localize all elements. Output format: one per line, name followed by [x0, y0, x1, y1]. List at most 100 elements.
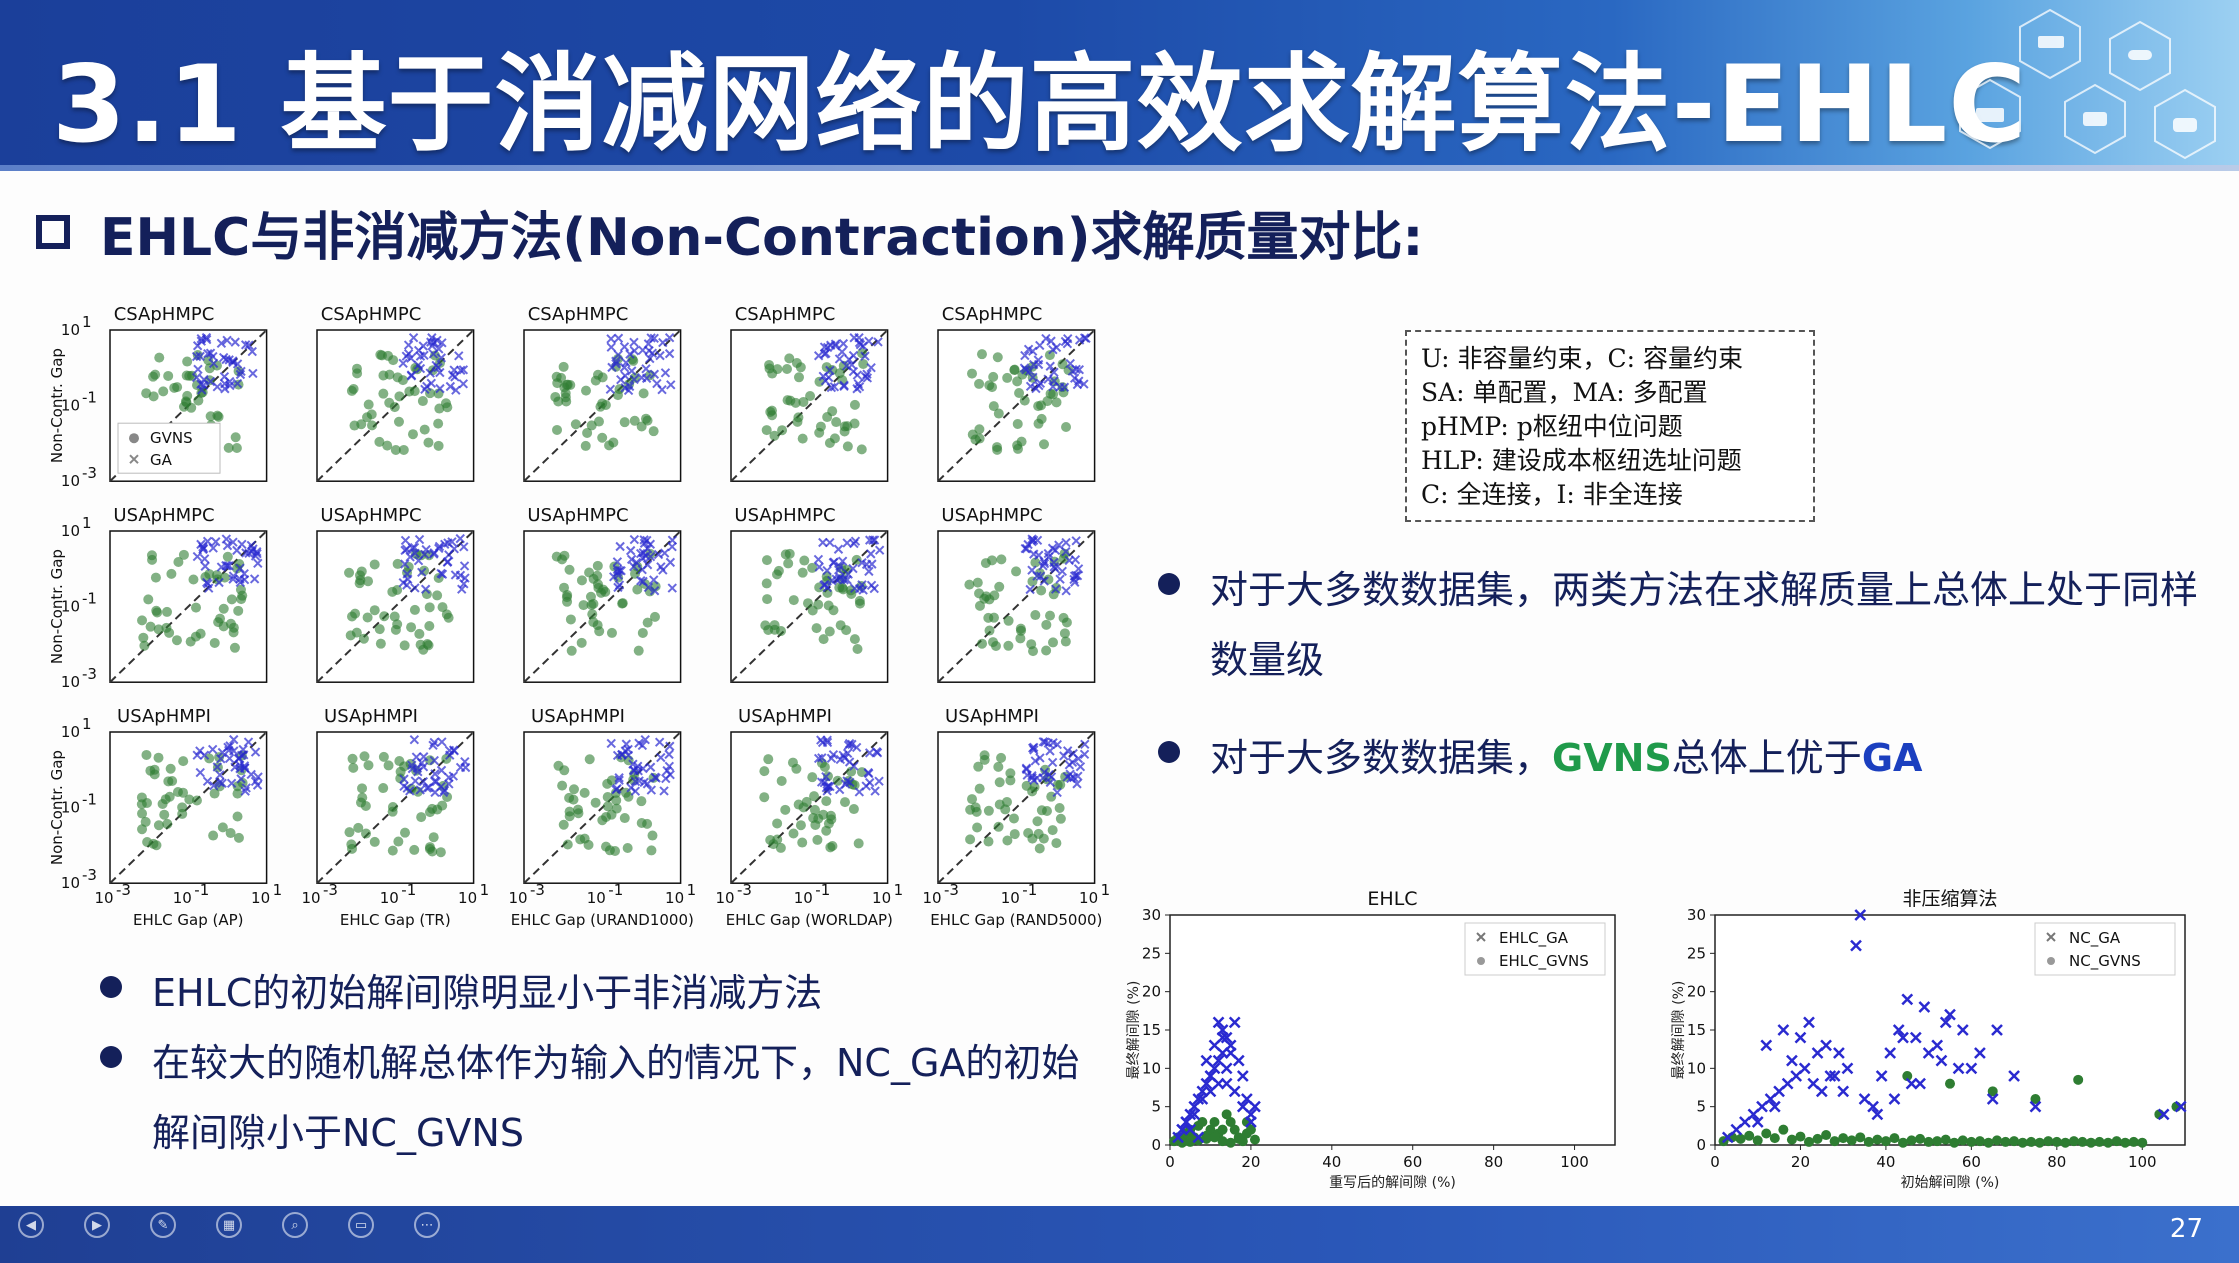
gvns-point: [1233, 1133, 1244, 1144]
gvns-point: [419, 424, 430, 435]
gvns-point: [383, 350, 394, 361]
ga-point: [826, 753, 837, 764]
gvns-point: [1744, 1130, 1755, 1141]
ga-point: [626, 554, 637, 565]
x-tick-label: 10: [1001, 889, 1020, 907]
gvns-point: [1821, 1130, 1832, 1141]
gvns-point: [553, 396, 564, 407]
ga-point: [429, 549, 439, 559]
gvns-point: [769, 624, 780, 635]
gvns-point: [832, 775, 843, 786]
gvns-point: [793, 412, 804, 423]
ga-point: [660, 368, 671, 378]
ga-point: [1021, 763, 1032, 773]
gvns-point: [1185, 1136, 1196, 1147]
y-axis-label: Non-Contr. Gap: [48, 549, 66, 664]
ga-point: [410, 583, 420, 593]
gvns-point: [1769, 1133, 1780, 1144]
ga-point: [459, 561, 470, 571]
next-slide-icon[interactable]: ▶: [84, 1212, 110, 1238]
gvns-point: [814, 582, 825, 593]
gvns-point: [136, 792, 147, 803]
gvns-point: [1906, 1135, 1917, 1146]
slides-grid-icon[interactable]: ▦: [216, 1212, 242, 1238]
gvns-point: [1055, 779, 1066, 790]
gvns-point: [157, 798, 168, 809]
ga-point: [1245, 1116, 1257, 1128]
header-divider: [0, 165, 2239, 171]
gvns-point: [839, 797, 850, 808]
gvns-point: [387, 586, 398, 597]
gvns-point: [831, 417, 842, 428]
pen-icon[interactable]: ✎: [150, 1212, 176, 1238]
x-tick-label: 10: [922, 889, 941, 907]
legend-ga-marker: [129, 454, 139, 464]
gvns-point: [141, 388, 152, 399]
ga-point: [1176, 1123, 1189, 1136]
ga-point: [667, 535, 678, 545]
ga-point: [1850, 939, 1862, 952]
ga-point: [847, 360, 857, 370]
gvns-point: [600, 841, 611, 852]
ga-point: [852, 370, 863, 380]
ga-point: [1055, 574, 1065, 584]
gvns-point: [1011, 566, 1022, 577]
ga-point: [1216, 1031, 1229, 1044]
diagonal-line: [109, 731, 268, 884]
gvns-point: [1041, 619, 1052, 630]
ga-point: [1038, 561, 1048, 571]
gvns-point: [1217, 1136, 1228, 1147]
x-axis-label: EHLC Gap (TR): [340, 911, 451, 929]
ga-point: [639, 535, 649, 545]
gvns-point: [209, 788, 220, 799]
x-tick-label: 100: [1560, 1153, 1589, 1171]
gvns-point: [354, 578, 365, 589]
gvns-point: [570, 419, 581, 430]
ga-point: [627, 366, 637, 376]
ga-point: [429, 737, 439, 748]
ga-point: [430, 769, 440, 779]
ga-point: [834, 354, 845, 364]
gvns-point: [604, 440, 615, 451]
ga-point: [843, 740, 854, 750]
ga-point: [638, 763, 648, 774]
gvns-point: [1193, 1135, 1204, 1146]
ga-point: [613, 333, 624, 343]
gvns-point: [173, 556, 184, 567]
gvns-point: [1033, 401, 1044, 412]
ga-point: [1236, 1100, 1249, 1113]
gvns-point: [782, 395, 793, 406]
zoom-icon[interactable]: ⌕: [282, 1212, 308, 1238]
gvns-point: [2060, 1137, 2071, 1148]
gvns-point: [994, 581, 1005, 592]
ga-point: [645, 551, 656, 562]
ga-point: [1075, 761, 1086, 772]
subtitles-icon[interactable]: ▭: [348, 1212, 374, 1238]
ga-point: [218, 352, 229, 363]
gvns-point: [967, 368, 978, 379]
more-options-icon[interactable]: ⋯: [414, 1212, 440, 1238]
previous-slide-icon[interactable]: ◀: [18, 1212, 44, 1238]
gvns-point: [433, 440, 444, 451]
gvns-point: [566, 645, 577, 656]
ga-point: [406, 370, 417, 380]
ga-point: [1054, 540, 1064, 550]
gvns-point: [171, 635, 182, 646]
ga-point: [872, 748, 883, 758]
gvns-point: [443, 612, 454, 623]
gvns-point: [645, 548, 656, 559]
gvns-point: [223, 442, 234, 453]
ga-point: [430, 787, 440, 798]
gvns-point: [1042, 396, 1053, 407]
gvns-point: [612, 390, 623, 401]
gvns-point: [392, 558, 403, 569]
ga-point: [459, 579, 469, 589]
gvns-point: [783, 558, 794, 569]
ga-point: [1888, 1093, 1901, 1105]
ga-point: [614, 773, 624, 783]
gvns-point: [350, 608, 361, 619]
ga-point: [455, 762, 466, 773]
gvns-point: [178, 787, 189, 798]
gvns-point: [1761, 1128, 1772, 1139]
